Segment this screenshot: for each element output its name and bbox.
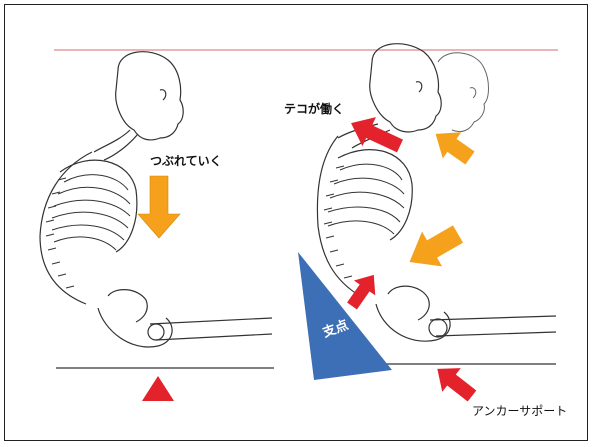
anchor-support-label: アンカーサポート bbox=[472, 402, 567, 419]
chest-correction-arrow bbox=[400, 217, 468, 280]
support-triangle-marker bbox=[142, 376, 174, 401]
crush-label: つぶれていく bbox=[150, 152, 222, 169]
lever-label: テコが働く bbox=[284, 100, 344, 117]
right-figure-skeleton bbox=[317, 44, 556, 364]
head-correction-arrow bbox=[426, 121, 479, 171]
fulcrum-red-arrow bbox=[341, 267, 384, 313]
anchor-support-red-arrow bbox=[428, 357, 481, 408]
compression-arrow bbox=[138, 176, 180, 238]
lever-red-arrow bbox=[344, 109, 406, 161]
